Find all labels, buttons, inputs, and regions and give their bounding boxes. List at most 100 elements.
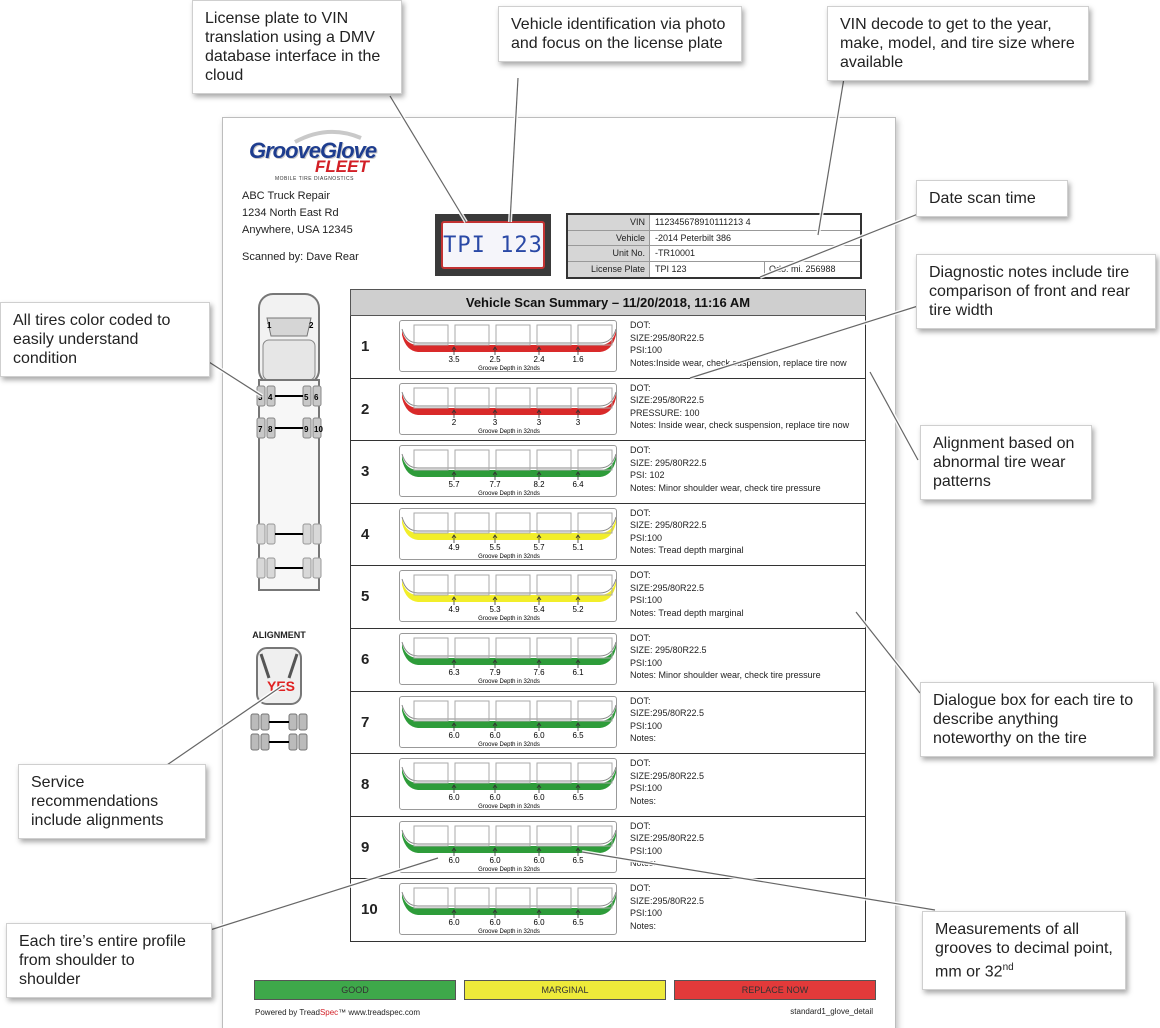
- tread-band: [402, 331, 616, 352]
- tread-block: [495, 324, 531, 346]
- groove-depth-label: 6.0: [533, 856, 545, 865]
- logo-swoosh-icon: [294, 129, 362, 144]
- groove-depth-label: 3: [537, 418, 542, 427]
- tread-block: [536, 637, 572, 659]
- diagram-label-1: 1: [267, 321, 272, 330]
- tire-number: 6: [361, 650, 370, 668]
- tire-notes: Notes: Minor shoulder wear, check tire p…: [630, 482, 821, 493]
- tread-band: [402, 643, 616, 665]
- groove-arrow: [451, 471, 457, 481]
- tire-dot: DOT:: [630, 320, 651, 330]
- scan-summary-table: Vehicle Scan Summary – 11/20/2018, 11:16…: [350, 289, 866, 942]
- tire-psi: PSI:100: [630, 908, 663, 919]
- vehicle-info-key: VIN: [568, 215, 650, 230]
- tread-block: [577, 574, 613, 596]
- groove-depth-label: 5.3: [489, 605, 501, 614]
- tread-outline: [401, 829, 616, 845]
- tread-block: [413, 700, 449, 722]
- shop-street: 1234 North East Rd: [242, 207, 339, 219]
- callout-groove-measurements: Measurements of all grooves to decimal p…: [922, 911, 1126, 991]
- groove-arrow: [575, 596, 581, 606]
- vehicle-info-value: -TR10001: [655, 248, 696, 258]
- groove-depth-label: 5.1: [572, 543, 584, 552]
- diagram-label-10: 10: [314, 425, 323, 434]
- tread-block: [454, 887, 490, 909]
- groove-depth-label: 3: [493, 418, 498, 427]
- groove-depth-label: 4.9: [448, 543, 460, 552]
- groove-arrow: [536, 346, 542, 355]
- tread-block: [536, 512, 572, 534]
- tread-band: [402, 581, 616, 603]
- groove-arrow: [575, 847, 581, 856]
- tread-block: [495, 637, 531, 659]
- tread-outline: [401, 767, 616, 782]
- tread-block: [413, 637, 449, 659]
- windshield: [266, 317, 312, 337]
- tread-block: [536, 574, 572, 596]
- tire-10-shape: [312, 417, 322, 439]
- groove-depth-label: 1.6: [572, 355, 584, 364]
- tire-number: 10: [361, 901, 378, 919]
- trailer-tire: [312, 557, 322, 579]
- groove-arrow: [575, 534, 581, 543]
- tire-psi: PSI:100: [630, 783, 663, 794]
- tread-band: [402, 831, 616, 853]
- groove-depth-caption: Groove Depth in 32nds: [478, 867, 540, 873]
- tire-dot: DOT:: [630, 758, 651, 769]
- groove-arrow: [492, 847, 498, 856]
- groove-arrow: [536, 471, 542, 481]
- tread-band: [402, 706, 616, 728]
- groove-arrow: [492, 596, 498, 606]
- tire-size: SIZE:295/80R22.5: [630, 332, 705, 343]
- tire-number: 1: [361, 338, 370, 355]
- groove-depth-label: 6.3: [448, 668, 460, 677]
- tire-number: 9: [361, 838, 370, 856]
- tread-block: [413, 512, 449, 534]
- grooveglove-logo: GrooveGlove FLEET MOBILE TIRE DIAGNOSTIC…: [249, 129, 379, 184]
- groove-depth-label: 5.7: [533, 543, 545, 552]
- groove-depth-label: 4.9: [448, 605, 460, 614]
- tire-size: SIZE:295/80R22.5: [630, 582, 705, 593]
- groove-depth-label: 6.0: [489, 918, 501, 927]
- groove-arrow: [451, 659, 457, 668]
- groove-depth-label: 5.2: [572, 605, 584, 614]
- tire-size: SIZE:295/80R22.5: [630, 708, 705, 719]
- shop-city: Anywhere, USA 12345: [242, 224, 353, 236]
- tread-block: [413, 825, 449, 847]
- callout-alignment-wear: Alignment based on abnormal tire wear pa…: [920, 425, 1092, 500]
- tread-block: [413, 574, 449, 596]
- callout-service-recommendations: Service recommendations include alignmen…: [18, 764, 206, 839]
- shop-address: ABC Truck Repair 1234 North East Rd Anyw…: [242, 188, 353, 239]
- condition-legend: GOOD MARGINAL REPLACE NOW: [254, 980, 876, 1000]
- tread-block: [454, 574, 490, 596]
- tread-block: [536, 825, 572, 847]
- tread-block: [454, 700, 490, 722]
- tread-block: [577, 637, 613, 659]
- vehicle-info-value: 112345678910111213 4: [655, 217, 751, 227]
- alignment-truck-icon: [250, 647, 308, 751]
- document-id: standard1_glove_detail: [790, 1007, 873, 1016]
- diagram-label-6: 6: [314, 393, 319, 402]
- tread-block: [577, 825, 613, 847]
- tread-block: [536, 449, 572, 471]
- groove-arrow: [536, 909, 542, 919]
- tread-block: [454, 762, 490, 784]
- scanned-by: Scanned by: Dave Rear: [242, 251, 359, 263]
- groove-depth-label: 6.0: [489, 856, 501, 865]
- frame-outline: [258, 379, 320, 591]
- tread-block: [577, 387, 613, 409]
- tread-block: [413, 762, 449, 784]
- groove-depth-caption: Groove Depth in 32nds: [478, 679, 540, 685]
